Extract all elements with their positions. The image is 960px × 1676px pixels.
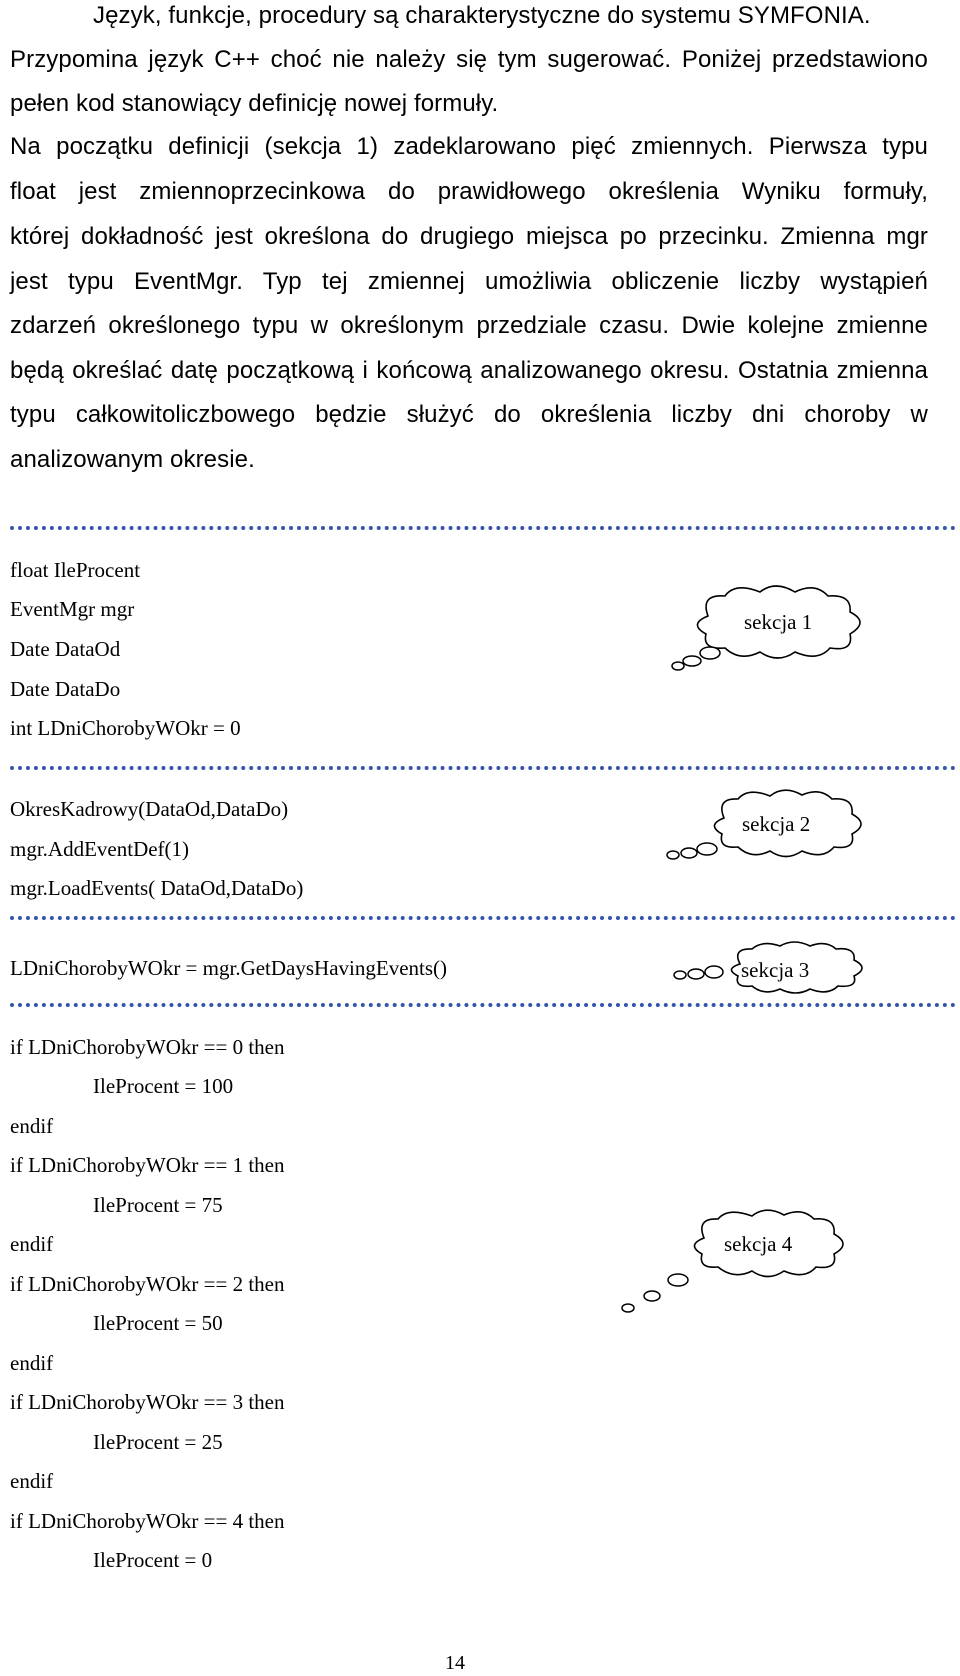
cloud-bubbles-icon: [673, 965, 724, 980]
section-separator: [10, 1003, 956, 1007]
code-line: endif: [10, 1469, 54, 1493]
page-number: 14: [445, 1652, 465, 1674]
intro-line: Na początku definicji (sekcja 1) zadekla…: [10, 133, 928, 160]
code-line: mgr.AddEventDef(1): [10, 837, 190, 861]
code-line: if LDniChorobyWOkr == 1 then: [10, 1153, 285, 1177]
code-line: if LDniChorobyWOkr == 2 then: [10, 1272, 285, 1296]
code-line: EventMgr mgr: [10, 597, 135, 621]
code-line: IleProcent = 25: [93, 1430, 223, 1454]
intro-line: jest typu EventMgr. Typ tej zmiennej umo…: [10, 268, 928, 295]
code-line: endif: [10, 1351, 54, 1375]
cloud-shape-icon: [713, 789, 862, 858]
thought-cloud-section-4: sekcja 4: [680, 1209, 860, 1282]
thought-cloud-section-2: sekcja 2: [700, 789, 876, 862]
intro-line: float jest zmiennoprzecinkowa do prawidł…: [10, 178, 928, 205]
cloud-label: sekcja 2: [742, 812, 811, 836]
intro-line: Przypomina język C++ choć nie należy się…: [10, 46, 928, 73]
code-line: float IleProcent: [10, 558, 141, 582]
cloud-label: sekcja 4: [724, 1232, 793, 1256]
code-line: endif: [10, 1232, 54, 1256]
section-separator: [10, 916, 956, 920]
cloud-label: sekcja 3: [741, 958, 810, 982]
intro-line: pełen kod stanowiący definicję nowej for…: [10, 90, 499, 117]
cloud-shape-icon: [693, 1209, 844, 1278]
code-line: OkresKadrowy(DataOd,DataDo): [10, 797, 289, 821]
code-line: IleProcent = 100: [93, 1074, 234, 1098]
cloud-bubbles-icon: [666, 842, 718, 860]
code-line: mgr.LoadEvents( DataOd,DataDo): [10, 876, 304, 900]
cloud-shape-icon: [730, 941, 863, 994]
code-line: Date DataOd: [10, 637, 121, 661]
code-line: endif: [10, 1114, 54, 1138]
intro-line: będą określać datę początkową i końcową …: [10, 357, 928, 384]
cloud-bubbles-icon: [621, 1273, 689, 1313]
cloud-label: sekcja 1: [744, 610, 813, 634]
section-separator: [10, 526, 956, 530]
intro-line: typu całkowitoliczbowego będzie służyć d…: [10, 401, 928, 428]
intro-line: zdarzeń określonego typu w określonym pr…: [10, 312, 928, 339]
section-separator: [10, 766, 956, 770]
thought-cloud-section-1: sekcja 1: [680, 585, 880, 666]
code-line: IleProcent = 0: [93, 1548, 213, 1572]
code-line: IleProcent = 75: [93, 1193, 223, 1217]
thought-cloud-section-3: sekcja 3: [718, 941, 878, 996]
code-line: LDniChorobyWOkr = mgr.GetDaysHavingEvent…: [10, 956, 448, 980]
code-line: IleProcent = 50: [93, 1311, 223, 1335]
intro-line: Język, funkcje, procedury są charakterys…: [93, 2, 871, 29]
intro-line: analizowanym okresie.: [10, 446, 255, 473]
intro-line: której dokładność jest określona do drug…: [10, 223, 928, 250]
code-line: if LDniChorobyWOkr == 4 then: [10, 1509, 285, 1533]
code-line: if LDniChorobyWOkr == 0 then: [10, 1035, 285, 1059]
code-line: int LDniChorobyWOkr = 0: [10, 716, 241, 740]
cloud-bubbles-icon: [671, 646, 721, 671]
code-line: if LDniChorobyWOkr == 3 then: [10, 1390, 285, 1414]
cloud-shape-icon: [696, 585, 861, 659]
code-line: Date DataDo: [10, 677, 121, 701]
